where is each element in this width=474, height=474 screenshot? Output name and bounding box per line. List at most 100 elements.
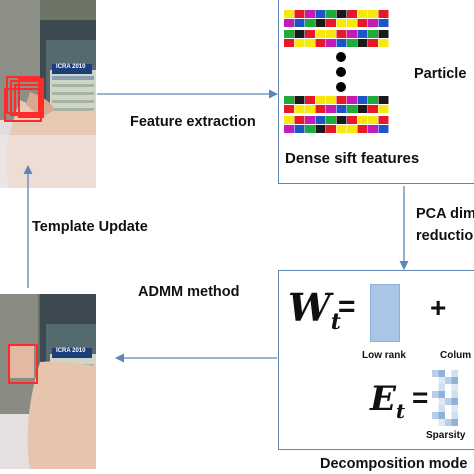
w-equation: Wt bbox=[288, 288, 341, 342]
sparse-cell bbox=[438, 377, 445, 384]
particle-label: Particle bbox=[414, 66, 467, 82]
feature-cell bbox=[284, 125, 294, 133]
sparse-cell bbox=[445, 398, 452, 405]
sparse-cell bbox=[438, 412, 445, 419]
sparse-cell bbox=[432, 391, 439, 398]
sparse-cell bbox=[432, 419, 439, 426]
feature-cell bbox=[326, 96, 336, 104]
feature-cell bbox=[294, 10, 305, 18]
sparse-cell bbox=[438, 398, 445, 405]
sparse-cell bbox=[438, 391, 445, 398]
sparse-cell bbox=[445, 405, 452, 412]
feature-cell bbox=[368, 96, 378, 104]
feature-cell bbox=[294, 39, 305, 47]
feature-cell bbox=[336, 19, 347, 27]
feature-cell bbox=[347, 105, 357, 113]
w-symbol: W bbox=[288, 285, 331, 330]
dot bbox=[336, 67, 346, 77]
feature-cell bbox=[347, 19, 357, 27]
feature-cell bbox=[315, 39, 326, 47]
feature-cell bbox=[294, 30, 305, 38]
feature-cell bbox=[378, 30, 389, 38]
low-rank-label: Low rank bbox=[362, 350, 406, 361]
feature-cell bbox=[315, 30, 326, 38]
feature-cell bbox=[378, 19, 389, 27]
poster-caption-top: ICRA 2010 bbox=[56, 64, 86, 70]
feature-extraction-label: Feature extraction bbox=[130, 114, 256, 130]
sparse-cell bbox=[438, 384, 445, 391]
tracking-box bbox=[8, 344, 38, 384]
sparse-cell bbox=[451, 398, 458, 405]
feature-cell bbox=[378, 105, 389, 113]
sparse-cell bbox=[445, 412, 452, 419]
tracking-box bbox=[4, 88, 42, 122]
feature-cell bbox=[284, 39, 294, 47]
sparse-cell bbox=[451, 370, 458, 377]
feature-cell bbox=[336, 125, 347, 133]
feature-cell bbox=[368, 30, 378, 38]
sparse-cell bbox=[432, 412, 439, 419]
feature-cell bbox=[294, 105, 305, 113]
feature-cell bbox=[284, 19, 294, 27]
tracking-box bbox=[18, 78, 44, 118]
w-subscript: t bbox=[330, 309, 341, 335]
sparse-matrix-svg bbox=[432, 370, 458, 426]
feature-cell bbox=[336, 10, 347, 18]
poster-caption-bottom: ICRA 2010 bbox=[56, 348, 86, 354]
sparse-cell bbox=[432, 398, 439, 405]
sparse-cell bbox=[438, 419, 445, 426]
dot bbox=[336, 52, 346, 62]
sparse-cell bbox=[451, 419, 458, 426]
feature-cell bbox=[326, 105, 336, 113]
feature-cell bbox=[347, 125, 357, 133]
feature-cell bbox=[336, 105, 347, 113]
feature-cell bbox=[305, 10, 315, 18]
feature-cell bbox=[357, 30, 368, 38]
feature-cell bbox=[368, 116, 378, 124]
sift-grid-top-svg bbox=[284, 10, 389, 47]
feature-cell bbox=[368, 125, 378, 133]
feature-cell bbox=[336, 116, 347, 124]
sparse-cell bbox=[451, 384, 458, 391]
feature-cell bbox=[294, 116, 305, 124]
feature-cell bbox=[378, 10, 389, 18]
dot bbox=[336, 82, 346, 92]
feature-cell bbox=[284, 116, 294, 124]
feature-cell bbox=[294, 96, 305, 104]
feature-cell bbox=[326, 39, 336, 47]
e-equals: = bbox=[412, 382, 429, 413]
feature-cell bbox=[326, 125, 336, 133]
feature-cell bbox=[284, 10, 294, 18]
feature-cell bbox=[378, 116, 389, 124]
feature-cell bbox=[347, 96, 357, 104]
feature-cell bbox=[305, 19, 315, 27]
pca-label-line2: reductio bbox=[416, 228, 474, 244]
feature-cell bbox=[294, 19, 305, 27]
top-tracking-frame: ICRA 2010 bbox=[0, 0, 96, 188]
feature-cell bbox=[294, 125, 305, 133]
feature-cell bbox=[305, 96, 315, 104]
feature-cell bbox=[284, 30, 294, 38]
sparse-cell bbox=[432, 370, 439, 377]
decomposition-label: Decomposition mode bbox=[320, 456, 468, 472]
e-symbol: E bbox=[370, 379, 396, 419]
feature-cell bbox=[315, 10, 326, 18]
feature-cell bbox=[336, 39, 347, 47]
sparse-cell bbox=[451, 405, 458, 412]
feature-cell bbox=[315, 125, 326, 133]
feature-cell bbox=[315, 96, 326, 104]
feature-cell bbox=[305, 39, 315, 47]
sparse-cell bbox=[432, 377, 439, 384]
sparse-cell bbox=[451, 377, 458, 384]
feature-cell bbox=[326, 10, 336, 18]
feature-cell bbox=[315, 19, 326, 27]
feature-cell bbox=[357, 39, 368, 47]
tracking-box bbox=[6, 76, 40, 114]
sparse-cell bbox=[445, 419, 452, 426]
feature-cell bbox=[315, 105, 326, 113]
feature-cell bbox=[305, 30, 315, 38]
e-equation: Et bbox=[370, 380, 405, 430]
plus-sign: + bbox=[430, 292, 447, 323]
top-frame-image bbox=[0, 0, 96, 188]
feature-cell bbox=[378, 96, 389, 104]
